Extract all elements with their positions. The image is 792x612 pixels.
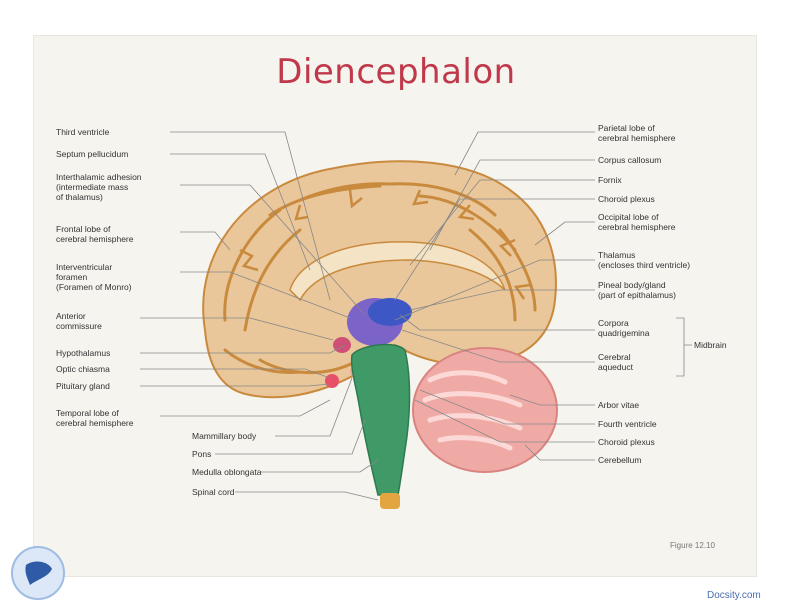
figure-reference: Figure 12.10 bbox=[670, 541, 715, 550]
label-hypothalamus: Hypothalamus bbox=[56, 348, 111, 358]
brainstem bbox=[350, 343, 411, 496]
label-parietal-lobe: Parietal lobe of cerebral hemisphere bbox=[598, 123, 676, 143]
diagram-title: Diencephalon bbox=[276, 52, 516, 92]
label-septum-pellucidum: Septum pellucidum bbox=[56, 149, 129, 159]
label-corpus-callosum: Corpus callosum bbox=[598, 155, 662, 165]
label-pituitary-gland: Pituitary gland bbox=[56, 381, 110, 391]
label-thalamus: Thalamus (encloses third ventricle) bbox=[598, 250, 691, 270]
label-medulla-oblongata: Medulla oblongata bbox=[192, 467, 262, 477]
leader-lines-bottom bbox=[215, 377, 379, 501]
midbrain-bracket bbox=[676, 317, 692, 377]
label-cerebral-aqueduct: Cerebral aqueduct bbox=[598, 352, 633, 372]
label-frontal-lobe: Frontal lobe of cerebral hemisphere bbox=[56, 224, 134, 244]
leader-lines-left bbox=[140, 131, 366, 417]
label-interthalamic-adhesion: Interthalamic adhesion (intermediate mas… bbox=[56, 172, 142, 202]
label-choroid-plexus-lower: Choroid plexus bbox=[598, 437, 655, 447]
label-mammillary-body: Mammillary body bbox=[192, 431, 257, 441]
label-cerebellum: Cerebellum bbox=[598, 455, 642, 465]
label-pons: Pons bbox=[192, 449, 212, 459]
cerebrum bbox=[202, 160, 557, 399]
label-arbor-vitae: Arbor vitae bbox=[598, 400, 640, 410]
label-choroid-plexus-upper: Choroid plexus bbox=[598, 194, 655, 204]
label-third-ventricle: Third ventricle bbox=[56, 127, 110, 137]
leader-lines-right bbox=[394, 131, 595, 461]
label-occipital-lobe: Occipital lobe of cerebral hemisphere bbox=[598, 212, 676, 232]
label-optic-chiasma: Optic chiasma bbox=[56, 364, 110, 374]
label-midbrain: Midbrain bbox=[694, 340, 727, 350]
label-anterior-commissure: Anterior commissure bbox=[56, 311, 102, 331]
label-interventricular-foramen: Interventricular foramen (Foramen of Mon… bbox=[56, 262, 132, 292]
label-temporal-lobe: Temporal lobe of cerebral hemisphere bbox=[56, 408, 134, 428]
label-fourth-ventricle: Fourth ventricle bbox=[598, 419, 657, 429]
label-corpora-quadrigemina: Corpora quadrigemina bbox=[598, 318, 650, 338]
watermark-link[interactable]: Docsity.com bbox=[707, 590, 761, 601]
cerebellum bbox=[412, 347, 558, 473]
label-pineal-body: Pineal body/gland (part of epithalamus) bbox=[598, 280, 676, 300]
label-spinal-cord: Spinal cord bbox=[192, 487, 235, 497]
docsity-logo-icon bbox=[11, 546, 65, 600]
spinal-cord bbox=[380, 493, 400, 509]
label-fornix: Fornix bbox=[598, 175, 622, 185]
